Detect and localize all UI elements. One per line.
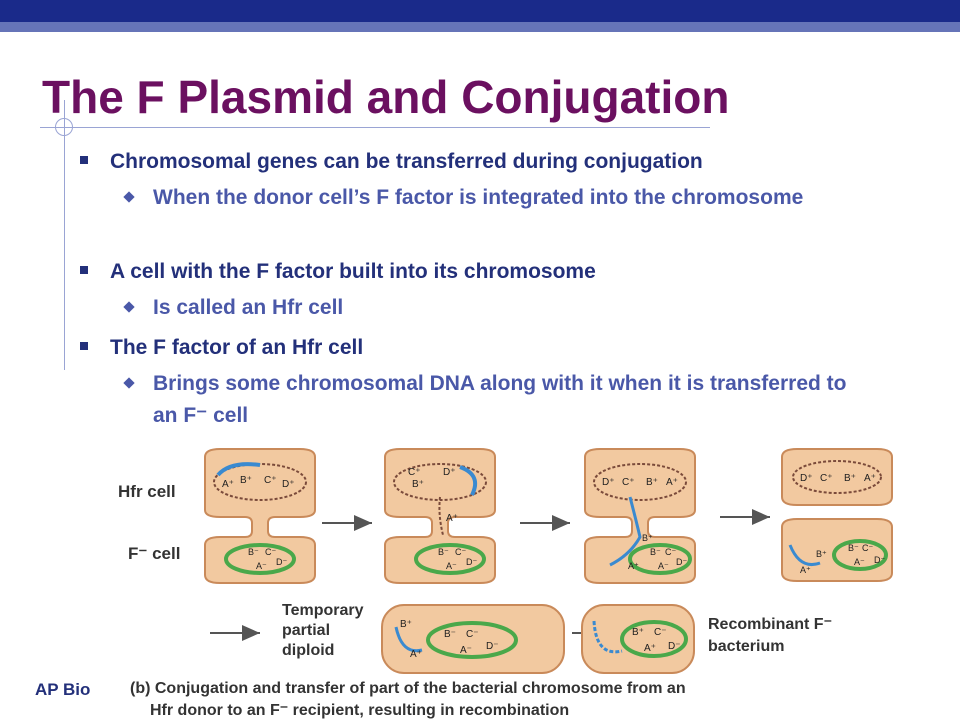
slide-title: The F Plasmid and Conjugation (42, 71, 730, 123)
gene-label: A⁺ (410, 649, 422, 660)
temporary-partial-diploid-label: Temporary (282, 602, 364, 619)
sub-bullet-2-1: Is called an Hfr cell (123, 292, 853, 324)
header-bar (0, 0, 960, 22)
stage-6-cell: B⁺ C⁻ A⁺ D⁻ (581, 604, 695, 674)
gene-label: B⁺ (400, 619, 412, 630)
conjugation-diagram: Hfr cell F⁻ cell A⁺ B⁺ C⁺ D⁺ B⁻ C⁻ A⁻ D⁻… (118, 448, 893, 719)
gene-label: A⁺ (628, 561, 639, 571)
gene-label: D⁻ (486, 641, 499, 652)
gene-label: D⁻ (276, 557, 287, 567)
gene-label: A⁺ (446, 513, 458, 524)
bullet-text: The F factor of an Hfr cell (110, 336, 364, 359)
gene-label: D⁻ (676, 557, 687, 567)
gene-label: D⁻ (668, 641, 681, 652)
gene-label: A⁺ (800, 565, 811, 575)
gene-label: C⁺ (408, 467, 421, 478)
temporary-partial-diploid-label: partial (282, 622, 330, 639)
bullet-text: A cell with the F factor built into its … (110, 260, 596, 283)
gene-label: B⁺ (412, 479, 424, 490)
recombinant-label: bacterium (708, 638, 784, 655)
stage-3-cells: D⁺ C⁺ B⁺ A⁺ B⁺ B⁻ C⁻ A⁺ A⁻ D⁻ (584, 448, 696, 584)
figure-caption: Hfr donor to an F⁻ recipient, resulting … (150, 702, 569, 719)
gene-label: D⁺ (282, 479, 295, 490)
gene-label: B⁺ (816, 549, 827, 559)
header-bar-accent (0, 22, 960, 32)
gene-label: A⁻ (446, 561, 457, 571)
gene-label: C⁺ (622, 477, 635, 488)
stage-5-cell: B⁺ A⁺ B⁻ C⁻ A⁻ D⁻ (381, 604, 565, 674)
bullet-diamond-icon (123, 191, 135, 203)
bullet-diamond-icon (123, 377, 135, 389)
sub-bullet-text: When the donor cell’s F factor is integr… (153, 186, 804, 209)
decorative-crosshair-circle (55, 118, 73, 136)
gene-label: B⁻ (848, 543, 859, 553)
stage-1-cells: A⁺ B⁺ C⁺ D⁺ B⁻ C⁻ A⁻ D⁻ (204, 448, 316, 584)
decorative-horizontal-line (40, 127, 710, 128)
stage-4-cells: D⁺ C⁺ B⁺ A⁺ B⁺ B⁻ C⁻ A⁺ A⁻ D⁻ (781, 448, 893, 582)
conjugation-figure: Hfr cell F⁻ cell A⁺ B⁺ C⁺ D⁺ B⁻ C⁻ A⁻ D⁻… (110, 445, 950, 720)
gene-label: D⁻ (874, 555, 885, 565)
gene-label: B⁻ (248, 547, 259, 557)
gene-label: C⁻ (654, 627, 667, 638)
gene-label: B⁺ (646, 477, 658, 488)
gene-label: C⁻ (665, 547, 676, 557)
decorative-vertical-line (64, 100, 65, 370)
fminus-cell-label: F⁻ cell (128, 544, 180, 563)
gene-label: A⁺ (666, 477, 678, 488)
bullet-1: Chromosomal genes can be transferred dur… (80, 150, 703, 174)
gene-label: D⁺ (443, 467, 456, 478)
gene-label: A⁻ (256, 561, 267, 571)
gene-label: A⁻ (658, 561, 669, 571)
temporary-partial-diploid-label: diploid (282, 642, 334, 659)
gene-label: C⁻ (265, 547, 276, 557)
gene-label: A⁻ (854, 557, 865, 567)
gene-label: D⁺ (602, 477, 615, 488)
gene-label: C⁻ (455, 547, 466, 557)
bullet-text: Chromosomal genes can be transferred dur… (110, 150, 703, 173)
sub-bullet-text: Is called an Hfr cell (153, 296, 344, 319)
bullet-square-icon (80, 266, 88, 274)
gene-label: B⁻ (444, 629, 456, 640)
gene-label: D⁺ (800, 473, 813, 484)
recombinant-label: Recombinant F⁻ (708, 616, 832, 633)
bullet-2: A cell with the F factor built into its … (80, 260, 596, 284)
footer-text: AP Bio (35, 680, 91, 699)
bullet-3: The F factor of an Hfr cell (80, 336, 364, 360)
sub-bullet-1-1: When the donor cell’s F factor is integr… (123, 182, 853, 214)
gene-label: B⁻ (438, 547, 449, 557)
gene-label: B⁺ (632, 627, 644, 638)
stage-2-cells: C⁺ D⁺ B⁺ A⁺ B⁻ C⁻ A⁻ D⁻ (384, 448, 496, 584)
gene-label: A⁻ (460, 645, 472, 656)
gene-label: C⁻ (862, 543, 873, 553)
figure-caption: (b) Conjugation and transfer of part of … (130, 680, 686, 697)
gene-label: B⁻ (650, 547, 661, 557)
gene-label: A⁺ (644, 643, 656, 654)
gene-label: B⁺ (844, 473, 856, 484)
gene-label: C⁺ (820, 473, 833, 484)
gene-label: B⁺ (240, 475, 252, 486)
bullet-diamond-icon (123, 301, 135, 313)
gene-label: C⁺ (264, 475, 277, 486)
gene-label: D⁻ (466, 557, 477, 567)
gene-label: B⁺ (642, 533, 653, 543)
bullet-square-icon (80, 156, 88, 164)
gene-label: C⁻ (466, 629, 479, 640)
sub-bullet-text: Brings some chromosomal DNA along with i… (153, 372, 847, 427)
sub-bullet-3-1: Brings some chromosomal DNA along with i… (123, 368, 873, 432)
hfr-cell-label: Hfr cell (118, 482, 176, 501)
gene-label: A⁺ (864, 473, 876, 484)
bullet-square-icon (80, 342, 88, 350)
gene-label: A⁺ (222, 479, 234, 490)
